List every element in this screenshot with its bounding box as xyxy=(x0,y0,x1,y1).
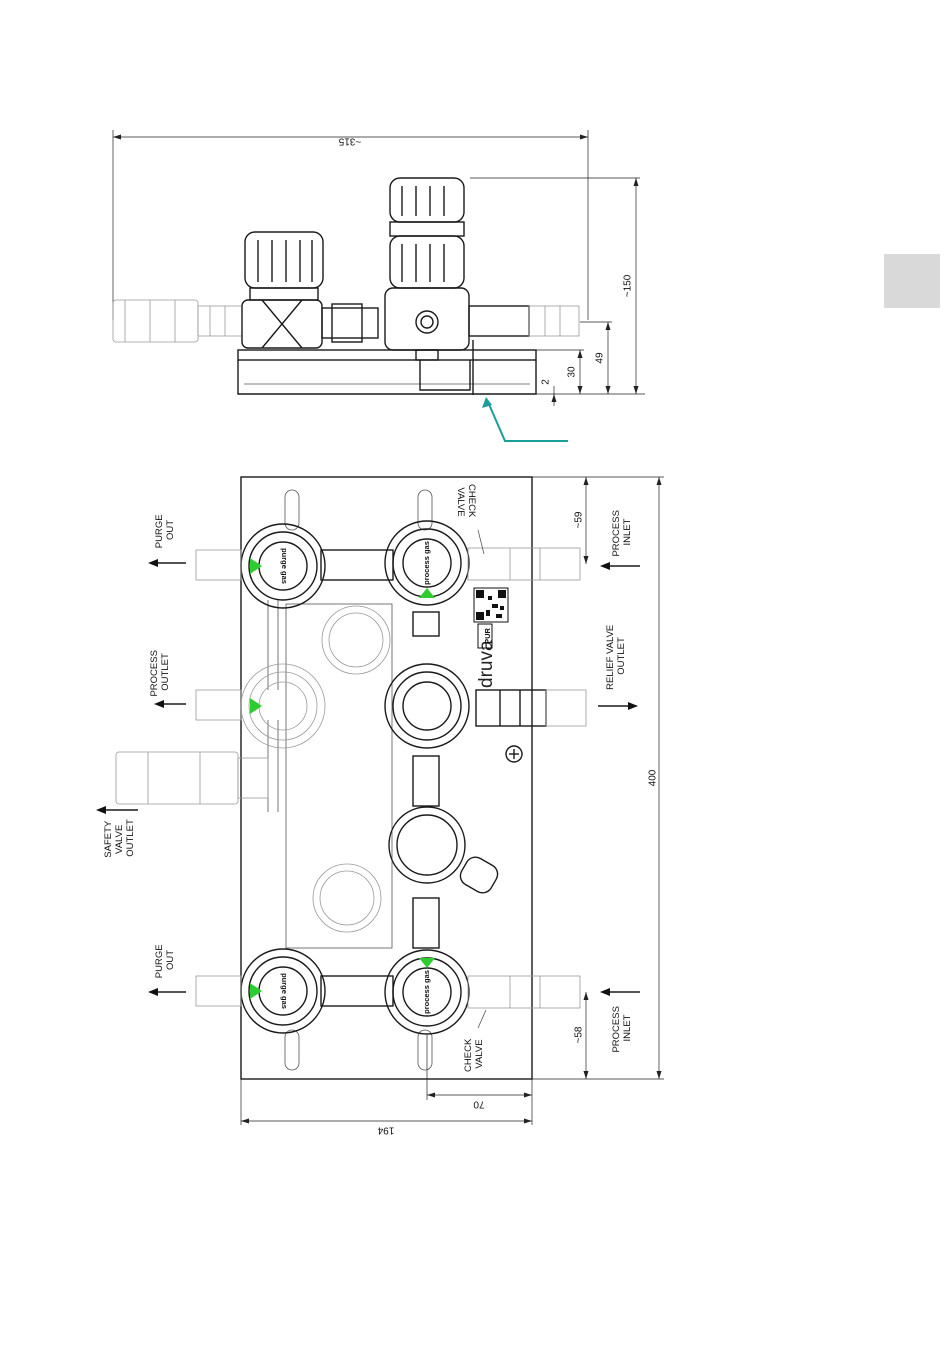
dim-front-height: 400 xyxy=(648,769,659,786)
dim-front-58: ~58 xyxy=(574,1026,585,1043)
side-view: ~315 xyxy=(113,130,645,441)
dim-front-width: 194 xyxy=(377,1124,394,1135)
knob-label-process-bottom: process gas xyxy=(422,970,431,1014)
front-view: druva PUR purge gas purge gas xyxy=(96,477,664,1135)
regulator-knob-center[interactable] xyxy=(385,664,469,748)
label-purge-out-top: PURGE OUT xyxy=(154,512,176,548)
purge-valve-bottom[interactable]: purge gas xyxy=(241,949,393,1033)
label-process-inlet-top: PROCESS INLET xyxy=(611,507,633,556)
dim-front-70: 70 xyxy=(473,1098,485,1109)
process-outlet-valve[interactable] xyxy=(241,664,325,748)
process-valve-top[interactable]: process gas xyxy=(385,521,469,605)
dim-overall-width: ~315 xyxy=(338,135,361,146)
label-process-inlet-bottom: PROCESS INLET xyxy=(611,1003,633,1052)
purge-valve-top[interactable]: purge gas xyxy=(241,524,393,608)
dim-side-2: 2 xyxy=(541,379,552,385)
label-purge-out-bottom: PURGE OUT xyxy=(154,942,176,978)
brand-badge: PUR xyxy=(483,628,492,644)
knob-label-purge-bottom: purge gas xyxy=(280,973,289,1009)
knob-label-process-top: process gas xyxy=(422,541,431,585)
process-valve-bottom[interactable]: process gas xyxy=(385,950,469,1034)
brand-logo: druva xyxy=(476,640,497,688)
qr-code xyxy=(474,588,508,622)
label-safety-valve-outlet: SAFETY VALVE OUTLET xyxy=(103,818,136,857)
dim-front-59: ~59 xyxy=(574,511,585,528)
callout-arrow xyxy=(488,402,568,441)
flow-arrows xyxy=(96,559,640,996)
label-check-valve-bottom: CHECK VALVE xyxy=(463,1036,485,1072)
label-relief-valve-outlet: RELIEF VALVE OUTLET xyxy=(605,622,627,690)
page-tab xyxy=(884,254,940,308)
dim-side-49: 49 xyxy=(595,352,606,364)
label-process-outlet: PROCESS OUTLET xyxy=(149,647,171,696)
dim-side-30: 30 xyxy=(567,366,578,378)
dim-side-height: ~150 xyxy=(623,274,634,297)
pressure-gauge xyxy=(389,807,465,883)
knob-label-purge-top: purge gas xyxy=(280,548,289,584)
label-check-valve-top: CHECK VALVE xyxy=(455,484,477,520)
